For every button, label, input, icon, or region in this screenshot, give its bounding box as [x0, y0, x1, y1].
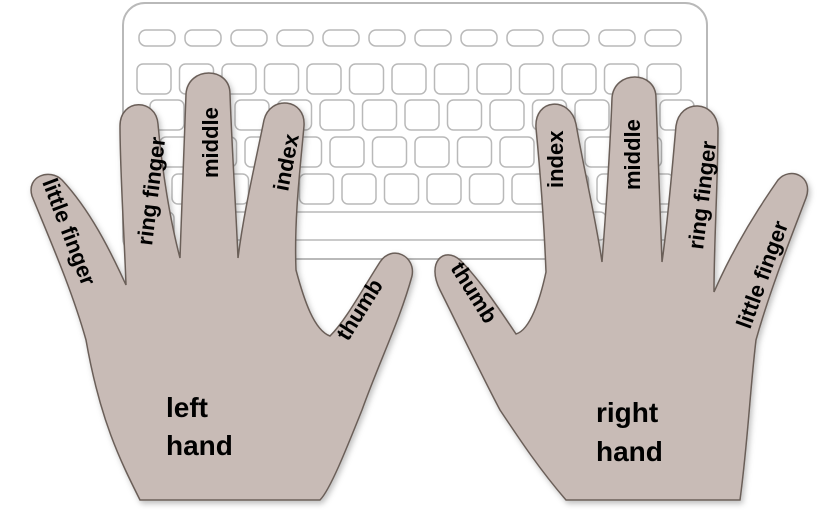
keyboard-key: [561, 63, 597, 95]
keyboard-key: [506, 29, 544, 47]
keyboard-key: [414, 29, 452, 47]
keyboard-key: [476, 63, 512, 95]
keyboard-key: [644, 29, 682, 47]
right-hand-shape: [434, 76, 809, 501]
keyboard-key: [348, 63, 385, 95]
keyboard-key: [489, 99, 525, 131]
right-index-finger-label: index: [543, 130, 568, 188]
keyboard-key: [329, 136, 365, 168]
keyboard-key: [306, 63, 342, 95]
keyboard-key: [574, 99, 610, 131]
keyboard-key: [298, 173, 335, 205]
keyboard-key: [460, 29, 498, 47]
keyboard-key: [646, 63, 682, 95]
left-hand-label-line1: left: [166, 392, 208, 423]
keyboard-key: [368, 29, 406, 47]
keyboard-key: [230, 29, 268, 47]
keyboard-key: [276, 29, 314, 47]
left-hand-shape: [30, 72, 414, 501]
left-hand-label-line2: hand: [166, 430, 233, 461]
keyboard-key: [184, 29, 222, 47]
keyboard-key: [361, 99, 398, 131]
right-middle-finger-label: middle: [620, 119, 645, 190]
keyboard-key: [598, 29, 636, 47]
keyboard-key: [552, 29, 590, 47]
keyboard-key: [319, 99, 355, 131]
keyboard-key: [518, 63, 555, 95]
keyboard-key: [341, 173, 377, 205]
keyboard-key: [414, 136, 450, 168]
keyboard-key: [371, 136, 408, 168]
right-hand: thumb index middle ring finger little fi…: [434, 76, 809, 501]
right-hand-label-line2: hand: [596, 436, 663, 467]
left-middle-finger-label: middle: [198, 107, 223, 178]
keyboard-key: [138, 29, 176, 47]
keyboard-key: [271, 211, 559, 241]
keyboard-key: [433, 63, 470, 95]
keyboard-key: [263, 63, 300, 95]
keyboard-key: [404, 99, 440, 131]
keyboard-key: [322, 29, 360, 47]
keyboard-key: [468, 173, 505, 205]
keyboard-key: [426, 173, 462, 205]
keyboard-key: [499, 136, 535, 168]
keyboard-key: [136, 63, 172, 95]
keyboard-key: [446, 99, 483, 131]
keyboard-key: [391, 63, 427, 95]
keyboard-key: [456, 136, 493, 168]
right-hand-label-line1: right: [596, 397, 658, 428]
keyboard-key: [383, 173, 420, 205]
